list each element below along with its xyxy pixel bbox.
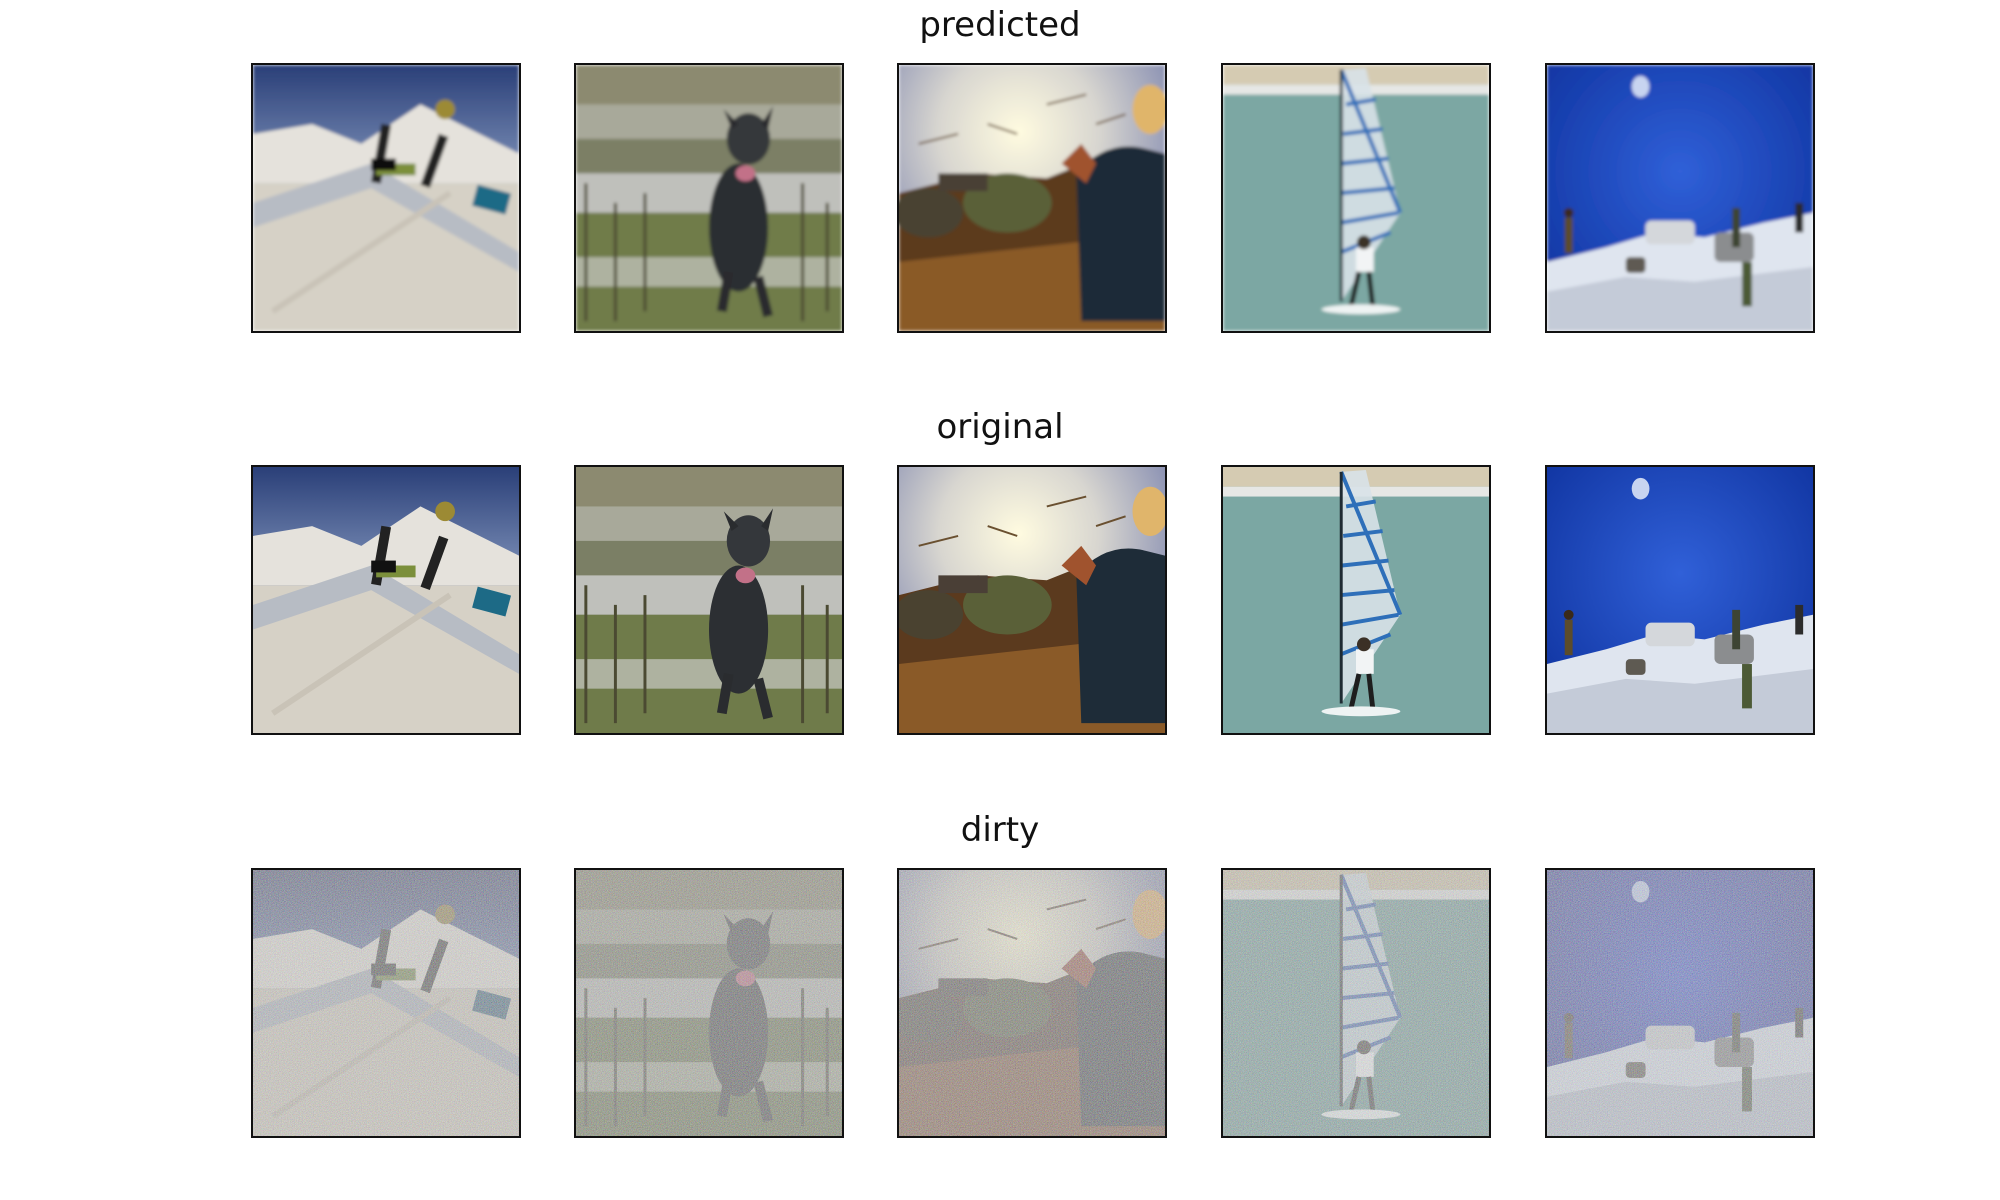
original-image-1 xyxy=(251,465,521,735)
dirty-image-3 xyxy=(897,868,1167,1138)
dirty-image-2 xyxy=(574,868,844,1138)
predicted-image-5 xyxy=(1545,63,1815,333)
original-image-4 xyxy=(1221,465,1491,735)
predicted-image-1 xyxy=(251,63,521,333)
original-image-3 xyxy=(897,465,1167,735)
row-title-dirty: dirty xyxy=(960,810,1040,850)
predicted-image-4 xyxy=(1221,63,1491,333)
row-title-predicted: predicted xyxy=(919,5,1081,45)
row-title-original: original xyxy=(936,407,1064,447)
dirty-image-1 xyxy=(251,868,521,1138)
original-image-5 xyxy=(1545,465,1815,735)
predicted-image-3 xyxy=(897,63,1167,333)
predicted-image-2 xyxy=(574,63,844,333)
dirty-image-4 xyxy=(1221,868,1491,1138)
original-image-2 xyxy=(574,465,844,735)
dirty-image-5 xyxy=(1545,868,1815,1138)
